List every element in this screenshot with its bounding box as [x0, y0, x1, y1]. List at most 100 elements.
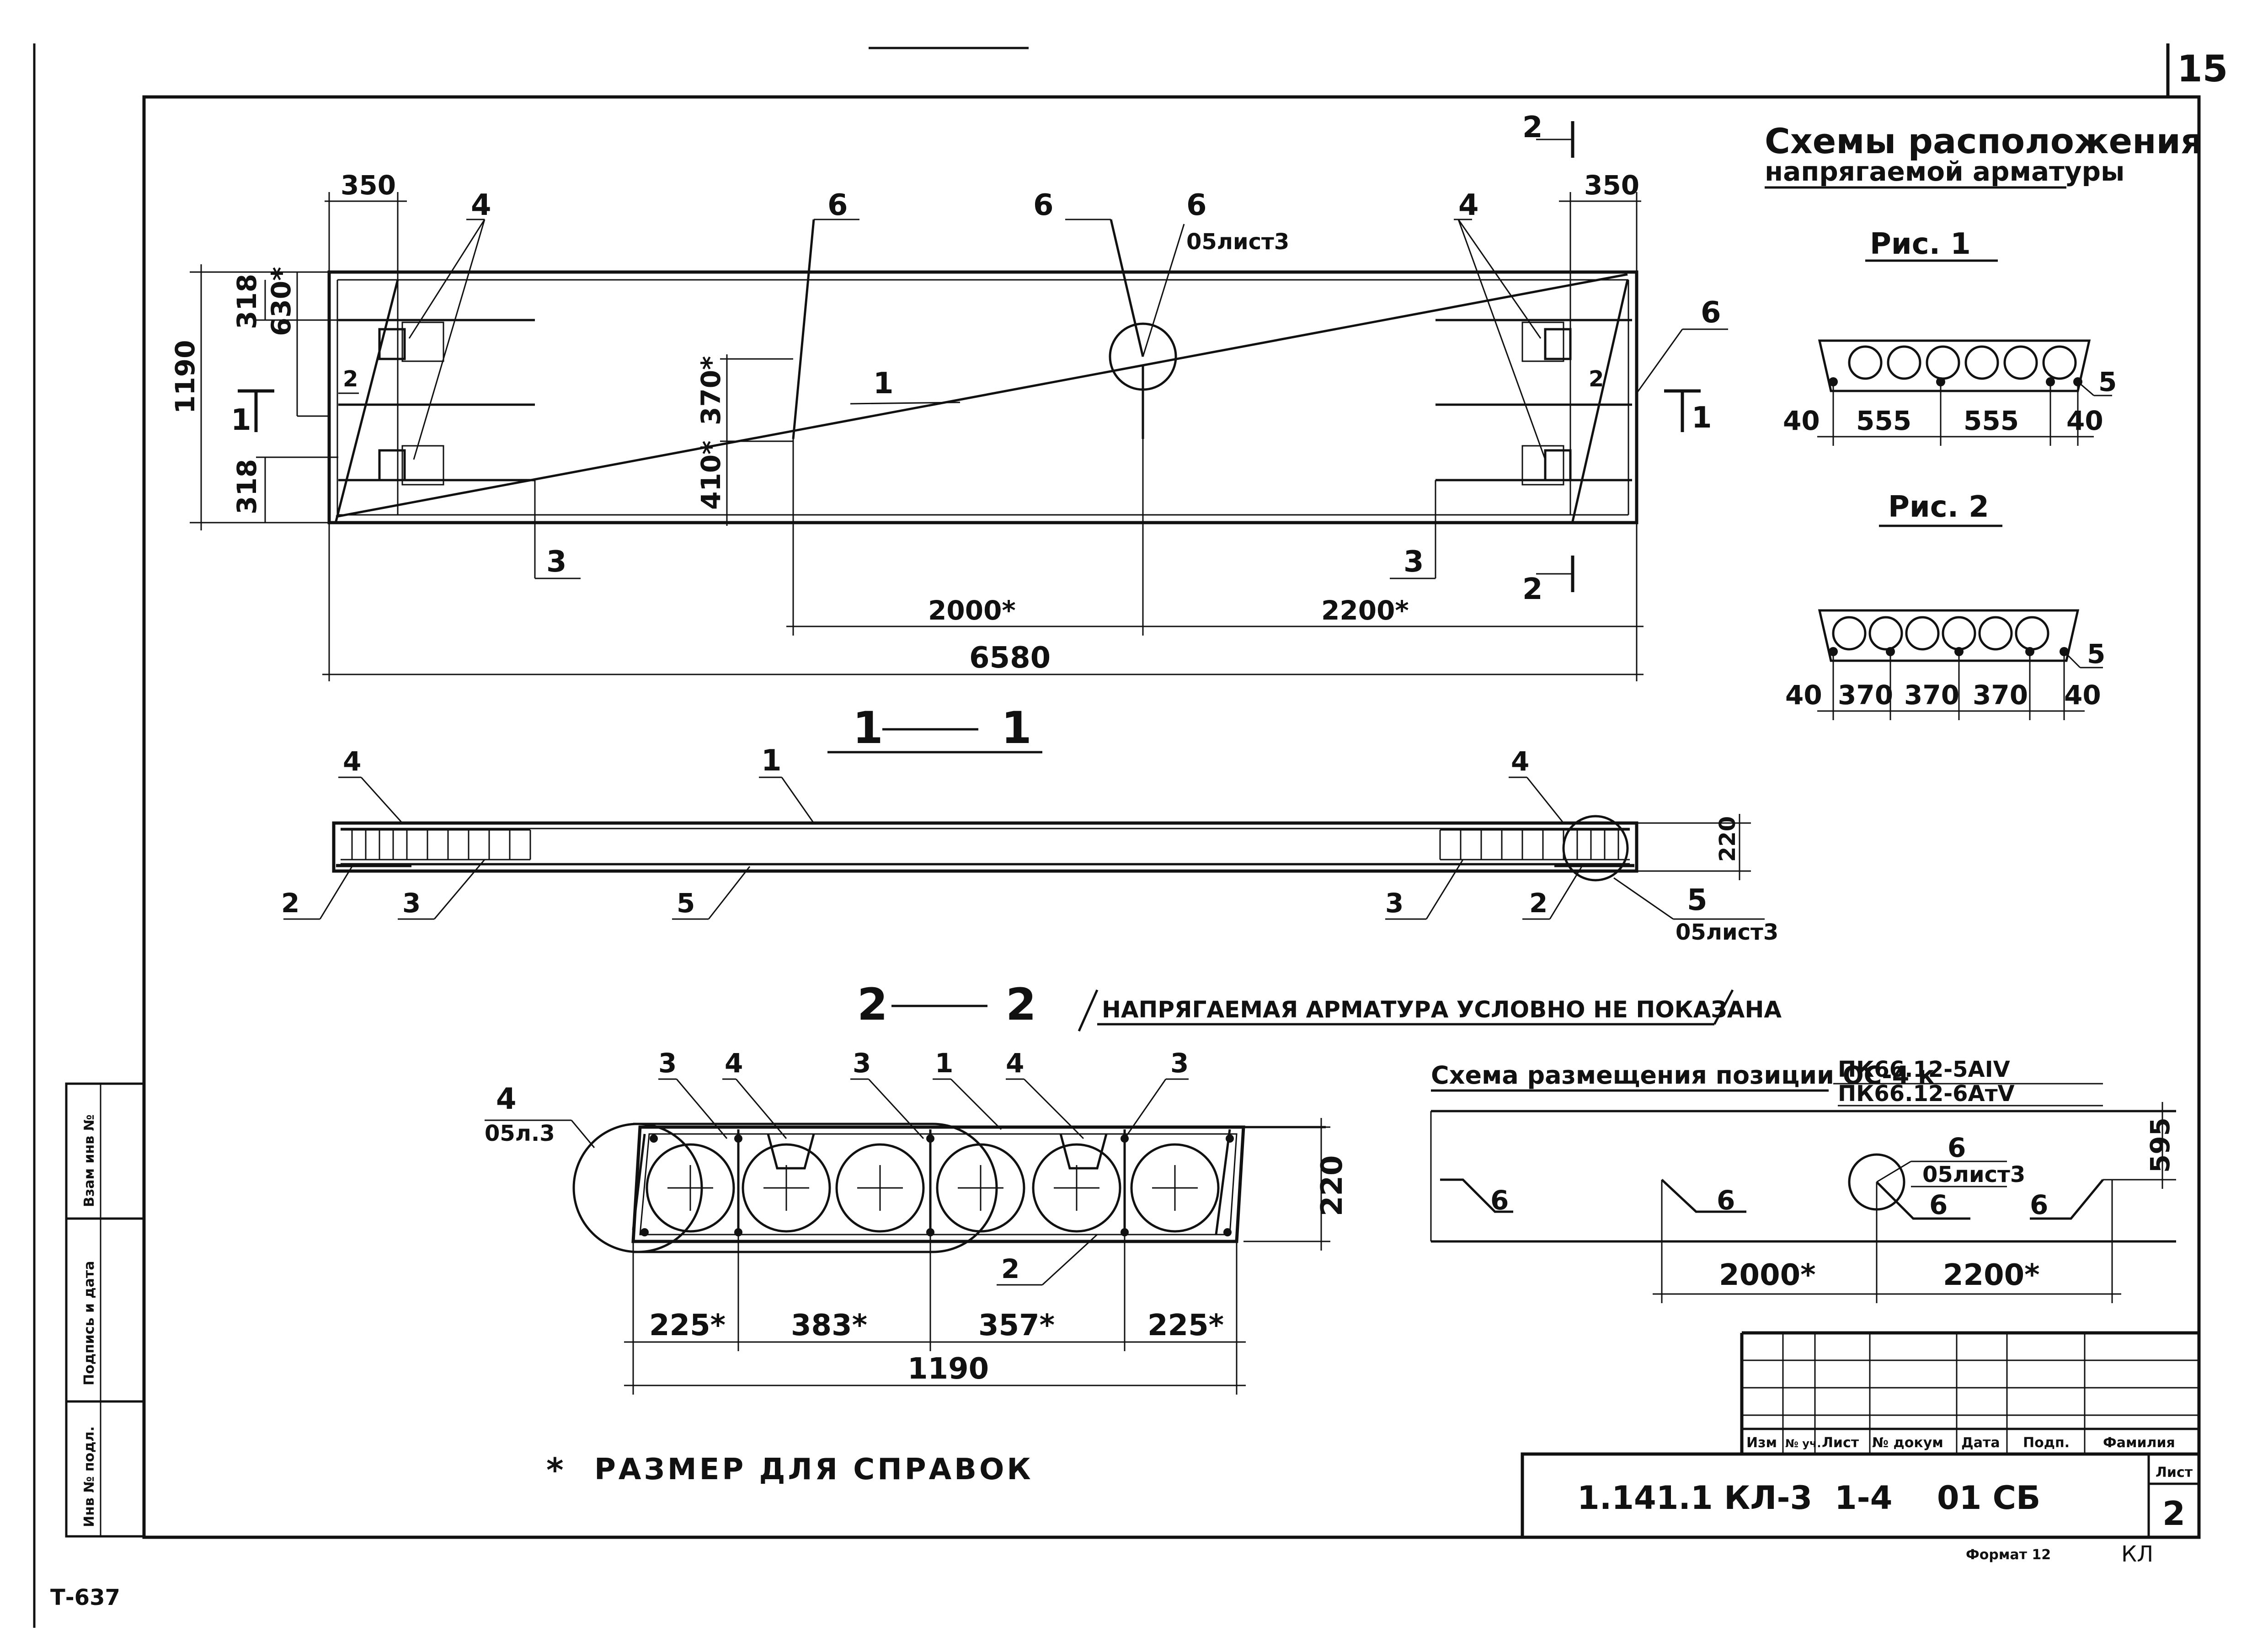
tb-document-code: 1.141.1 КЛ-3 1-4 01 СБ — [1577, 1479, 2040, 1517]
fig1-voids — [1848, 345, 2077, 380]
sec22-title-left: 2 — [857, 979, 888, 1030]
plan-cut-1-left: 1 — [231, 403, 251, 437]
plan-dim-1190: 1190 — [170, 340, 201, 414]
fig2-dim-2: 370 — [1838, 679, 1893, 711]
fig1-caption: Рис. 1 — [1870, 227, 1971, 261]
sheet-frame — [33, 43, 2201, 1628]
stamp-code: Т-637 — [50, 1585, 120, 1610]
sec22-dim-2: 383* — [791, 1309, 867, 1342]
side-stamp-col3: Инв № подл. — [81, 1426, 97, 1527]
sec22-total: 1190 — [907, 1352, 989, 1386]
sec11-mark-4-right: 4 — [1511, 746, 1529, 777]
sec22-mark-3-a: 3 — [658, 1048, 677, 1079]
corner-number: 15 — [2177, 48, 2228, 90]
sec22-mark-4-ref: 05л.3 — [485, 1121, 555, 1146]
plan-dim-370: 370* — [695, 356, 726, 425]
plan-cut-2-bottom: 2 — [1522, 572, 1543, 606]
section-2-2: 2 2 Напрягаемая арматура условно не пока… — [485, 979, 1782, 1395]
title-block-labels: Изм № уч. Лист № докум Дата Подп. Фамили… — [1577, 1435, 2193, 1533]
plan-dim-318-top: 318 — [231, 274, 262, 329]
sec22-height: 220 — [1315, 1155, 1349, 1216]
sec22-dim-1: 225* — [649, 1309, 726, 1342]
sec11-title-right: 1 — [1001, 702, 1032, 754]
sec11-mark-2-left: 2 — [281, 888, 299, 919]
fig1-dim-3: 555 — [1964, 405, 2019, 436]
plan-dim-6580: 6580 — [969, 641, 1051, 675]
section-2-2-labels: 220 225* 383* 357* 225* 1190 4 05л.3 3 4… — [485, 1048, 1349, 1386]
sec11-title-left: 1 — [853, 702, 883, 754]
plan-labels: 350 350 1190 630* 318 318 370* 410* 2000… — [170, 111, 1721, 675]
placement-dim-2000: 2000* — [1719, 1258, 1816, 1292]
plan-dim-350-left: 350 — [341, 170, 396, 201]
plan-mark-6-b: 6 — [1033, 188, 1054, 222]
placement-mark-2: 6 — [1717, 1185, 1735, 1216]
schemes-title-2: напрягаемой арматуры — [1765, 156, 2125, 187]
title-block — [1521, 1331, 2201, 1539]
sec11-mark-1: 1 — [761, 744, 782, 778]
plan-dim-2000: 2000* — [928, 595, 1016, 626]
plan-cut-1-right: 1 — [1692, 401, 1712, 435]
plan-mark-2-right: 2 — [1589, 366, 1604, 392]
placement-mark-3: 6 — [1929, 1189, 1948, 1220]
plan-mark-1: 1 — [873, 367, 894, 401]
side-stamp: Взам инв № Подпись и дата Инв № подл. — [65, 1082, 145, 1538]
plan-mark-3-right: 3 — [1403, 545, 1424, 579]
plan-mark-6-a: 6 — [827, 188, 848, 222]
tb-header-familiya: Фамилия — [2103, 1435, 2175, 1451]
sec11-height: 220 — [1715, 816, 1740, 862]
fig1-dim-1: 40 — [1783, 405, 1820, 436]
sec22-mark-4-b: 4 — [1006, 1048, 1024, 1079]
sec22-mark-2: 2 — [1001, 1253, 1019, 1284]
sec22-dim-3: 357* — [978, 1309, 1055, 1342]
sec11-right-frame — [1439, 829, 1630, 861]
placement-ref-num: 6 — [1948, 1132, 1966, 1163]
side-stamp-col2: Подпись и дата — [81, 1261, 97, 1385]
sec11-mark-5-ref: 05лист3 — [1676, 920, 1778, 945]
sec22-title-right: 2 — [1006, 979, 1036, 1030]
plan-mark-6-right: 6 — [1701, 296, 1721, 330]
sec22-mark-1: 1 — [935, 1048, 953, 1079]
placement-title: Схема размещения позиции ОС-4 к — [1431, 1061, 1935, 1090]
fig1-dim-2: 555 — [1856, 405, 1911, 436]
note-text: Размер для справок — [594, 1453, 1034, 1487]
sec11-mark-3-left: 3 — [402, 888, 421, 919]
placement-scheme: Схема размещения позиции ОС-4 к ПК66.12-… — [1430, 1057, 2176, 1303]
placement-product-2: ПК66.12-6AтV — [1838, 1081, 2015, 1107]
sec22-dim-4: 225* — [1147, 1309, 1224, 1342]
plan-cut-2-top: 2 — [1522, 111, 1543, 144]
tb-sheet-label: Лист — [2156, 1465, 2193, 1481]
placement-height: 595 — [2145, 1118, 2176, 1173]
tb-header-uch: № уч. — [1785, 1437, 1821, 1450]
fig2-dim-3: 370 — [1904, 679, 1959, 711]
tb-header-izm: Изм — [1746, 1435, 1777, 1451]
sec11-mark-5-right: 5 — [1687, 883, 1708, 917]
note-star: * — [546, 1451, 564, 1489]
fig2-voids — [1832, 616, 2049, 651]
plan-dim-410: 410* — [695, 441, 726, 510]
plan-dim-350-right: 350 — [1584, 170, 1639, 201]
sec22-voids — [646, 1143, 1220, 1233]
fig2-caption: Рис. 2 — [1888, 490, 1989, 524]
placement-mark-1: 6 — [1490, 1185, 1509, 1216]
sec22-note: Напрягаемая арматура условно не показана — [1102, 996, 1782, 1023]
plan-mark-4-left: 4 — [471, 188, 491, 222]
fig2-dim-4: 370 — [1973, 679, 2028, 711]
sec11-mark-5-mid: 5 — [677, 888, 695, 919]
plan-view — [190, 121, 1728, 681]
sec11-mark-2-right: 2 — [1529, 888, 1548, 919]
plan-mark-6-ref: 05лист3 — [1186, 229, 1289, 255]
sec11-mark-4-left: 4 — [343, 746, 361, 777]
tb-header-dokum: № докум — [1872, 1435, 1943, 1451]
sec11-left-frame — [341, 829, 531, 861]
placement-dim-2200: 2200* — [1943, 1258, 2040, 1292]
fig2-dim-5: 40 — [2064, 679, 2101, 711]
placement-labels: 595 2000* 2200* 6 05лист3 6 6 6 6 — [1490, 1118, 2176, 1292]
tb-sheet-number: 2 — [2162, 1494, 2185, 1533]
fig2-pos: 5 — [2087, 638, 2105, 669]
placement-mark-4: 6 — [2030, 1189, 2048, 1220]
plan-dim-630: 630* — [266, 267, 297, 336]
section-1-1-labels: 220 4 4 1 2 3 5 3 2 5 05лист3 — [281, 744, 1778, 945]
plan-dim-2200: 2200* — [1321, 595, 1409, 626]
plan-dim-318-bottom: 318 — [231, 459, 262, 514]
